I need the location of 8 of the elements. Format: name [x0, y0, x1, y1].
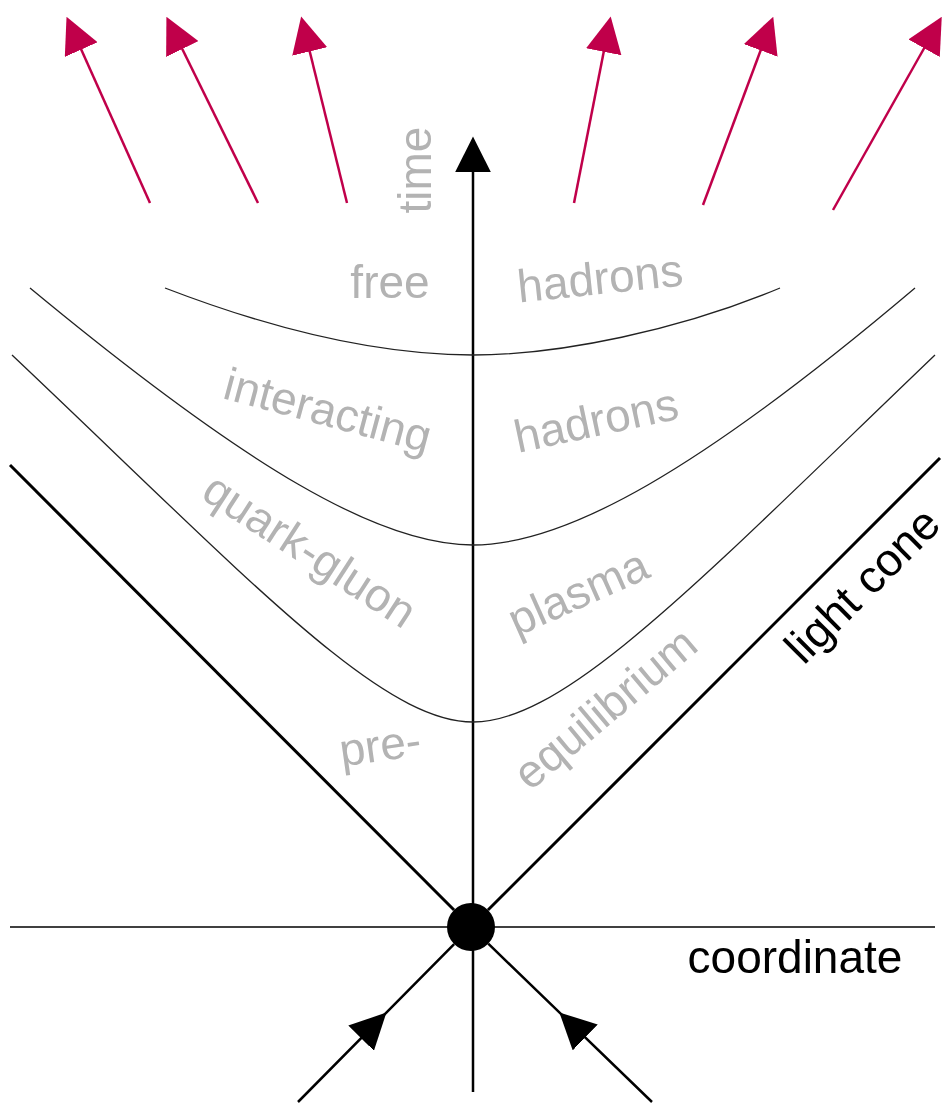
light-cone-label: light cone [776, 499, 948, 671]
region-label: pre- [336, 716, 424, 774]
collision-point [447, 903, 495, 951]
region-label: hadrons [509, 380, 683, 460]
axis-label: coordinate [687, 934, 903, 980]
region-label: free [350, 259, 430, 305]
region-label: hadrons [514, 246, 686, 310]
axis-label: time [392, 126, 438, 214]
